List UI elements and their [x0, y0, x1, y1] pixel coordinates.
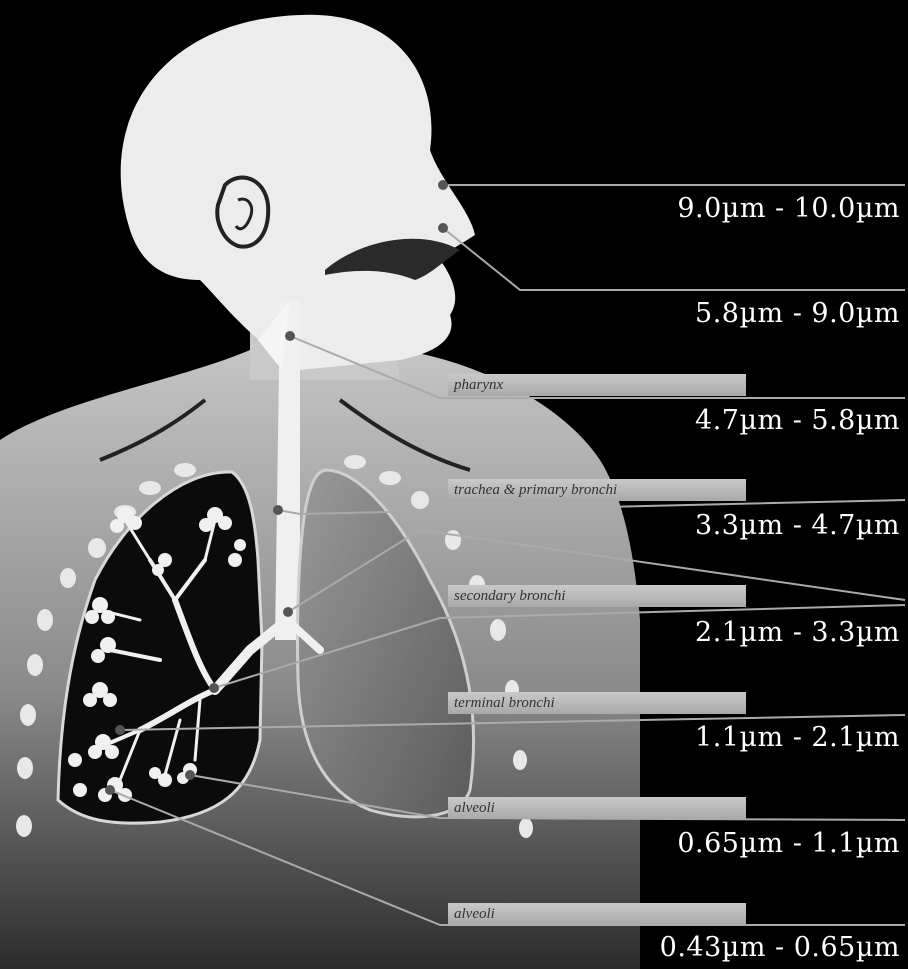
size-range-6: 1.1µm - 2.1µm: [695, 722, 900, 753]
size-range-7: 0.65µm - 1.1µm: [677, 828, 900, 859]
size-range-1: 9.0µm - 10.0µm: [677, 193, 900, 224]
label-alveoli-1: alveoli: [448, 797, 746, 819]
label-trachea-primary-bronchi: trachea & primary bronchi: [448, 479, 746, 501]
label-secondary-bronchi: secondary bronchi: [448, 585, 746, 607]
label-terminal-bronchi: terminal bronchi: [448, 692, 746, 714]
size-range-5: 2.1µm - 3.3µm: [695, 617, 900, 648]
size-range-2: 5.8µm - 9.0µm: [695, 298, 900, 329]
label-pharynx: pharynx: [448, 374, 746, 396]
size-range-3: 4.7µm - 5.8µm: [695, 405, 900, 436]
size-range-4: 3.3µm - 4.7µm: [695, 510, 900, 541]
label-alveoli-2: alveoli: [448, 903, 746, 925]
size-range-8: 0.43µm - 0.65µm: [660, 932, 900, 963]
